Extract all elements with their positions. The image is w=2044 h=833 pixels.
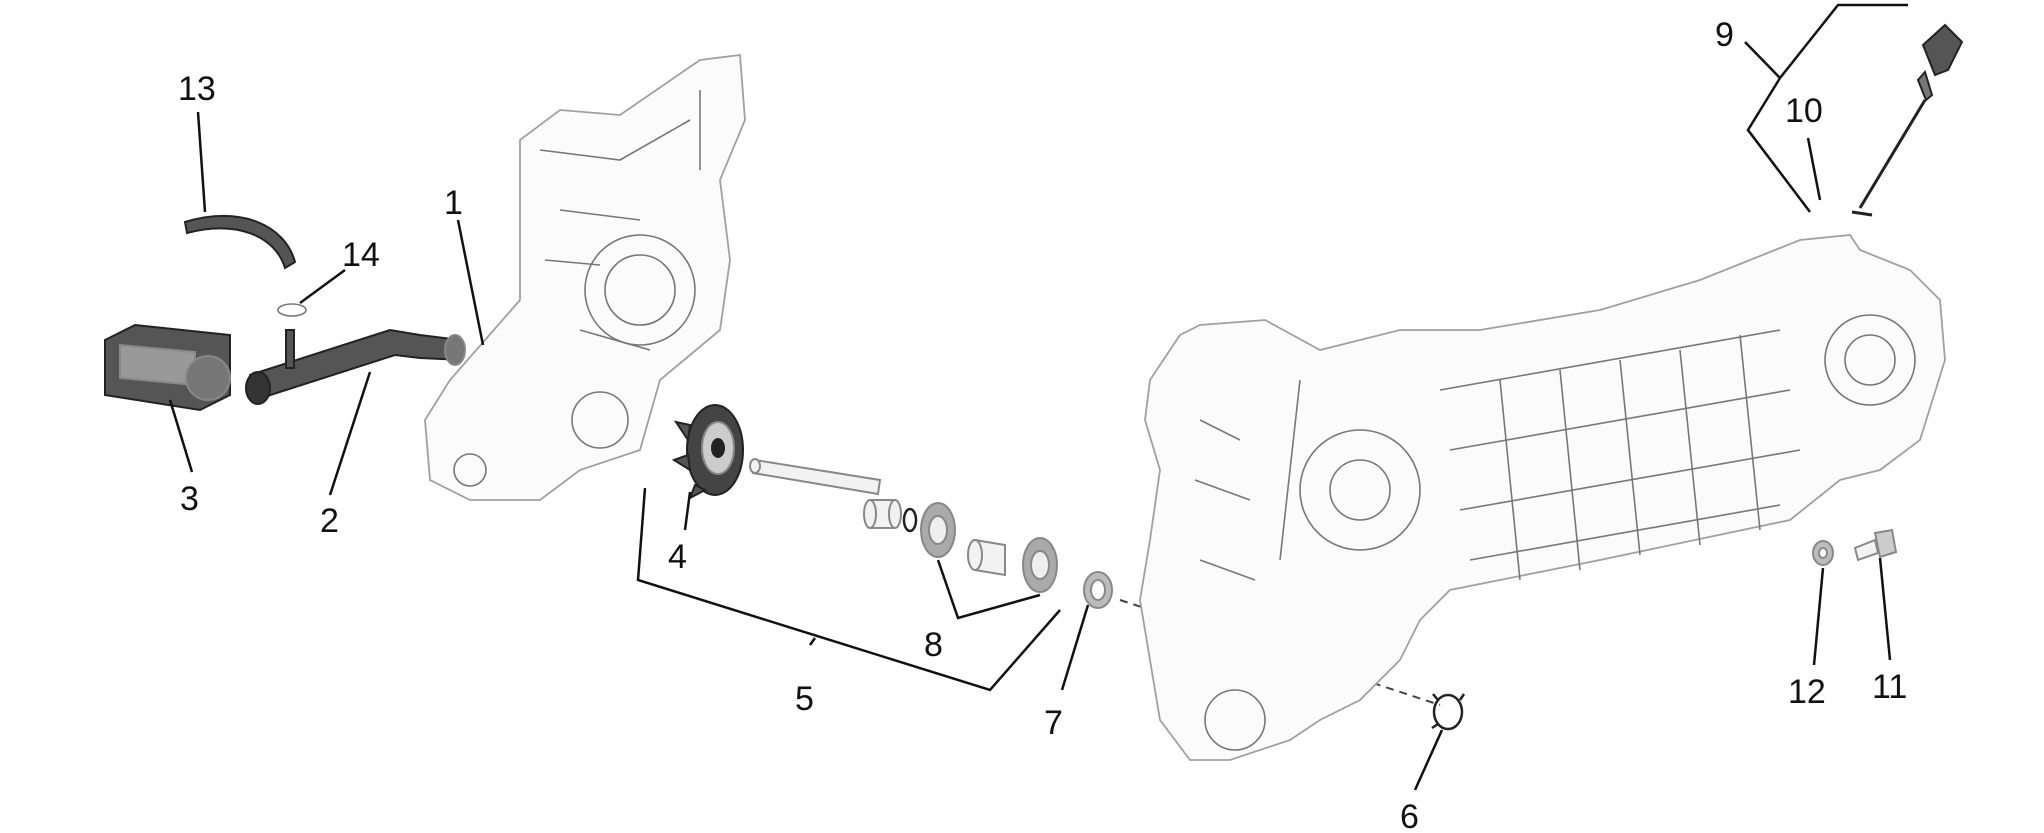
callout-13: 13: [178, 70, 216, 108]
callout-labels: 13 14 1 2 3 4 5 6 7 8 9 10 11 12: [178, 16, 1907, 833]
part-3-sensor-block: [104, 323, 231, 412]
leader-8: [936, 559, 1041, 620]
part-14-clamp: [277, 303, 307, 317]
part-6-circlip: [1431, 693, 1466, 731]
part-4-impeller: [671, 404, 744, 501]
leader-2: [328, 371, 372, 496]
leader-lines: [168, 3, 1908, 791]
part-2-coolant-pipe: [245, 328, 466, 405]
leader-6: [1413, 729, 1444, 791]
right-crankcase-half: [1139, 234, 1946, 761]
leader-5b: [808, 637, 817, 646]
leader-7: [1060, 604, 1090, 691]
leader-11: [1878, 557, 1892, 661]
callout-4: 4: [668, 538, 687, 576]
callout-5: 5: [795, 680, 814, 718]
part-9-dipstick: [1851, 23, 1964, 217]
callout-8: 8: [924, 626, 943, 664]
leader-13: [196, 111, 207, 213]
leader-3: [168, 399, 194, 473]
left-crankcase-half: [424, 53, 746, 501]
part-7-washer: [1083, 571, 1113, 609]
callout-11: 11: [1872, 668, 1907, 706]
leader-5: [636, 487, 1061, 692]
callout-12: 12: [1788, 673, 1826, 711]
leader-10: [1806, 137, 1822, 201]
part-11-bolt: [1853, 528, 1898, 562]
part-8-bearings: [920, 502, 1058, 593]
leader-4: [683, 491, 692, 531]
callout-9: 9: [1715, 16, 1734, 54]
leader-12: [1812, 567, 1825, 666]
callout-14: 14: [342, 236, 380, 274]
callout-10: 10: [1785, 92, 1823, 130]
callout-3: 3: [180, 480, 199, 518]
callout-6: 6: [1400, 798, 1419, 833]
part-5-pump-shaft-assembly: [749, 458, 1106, 602]
callout-1: 1: [444, 184, 463, 222]
leader-9: [1744, 3, 1908, 213]
callout-2: 2: [320, 502, 339, 540]
leader-1: [456, 219, 485, 346]
part-13-hose: [183, 214, 297, 270]
part-12-sealing-washer: [1812, 540, 1834, 566]
callout-7: 7: [1044, 704, 1063, 742]
leader-14: [299, 268, 346, 305]
